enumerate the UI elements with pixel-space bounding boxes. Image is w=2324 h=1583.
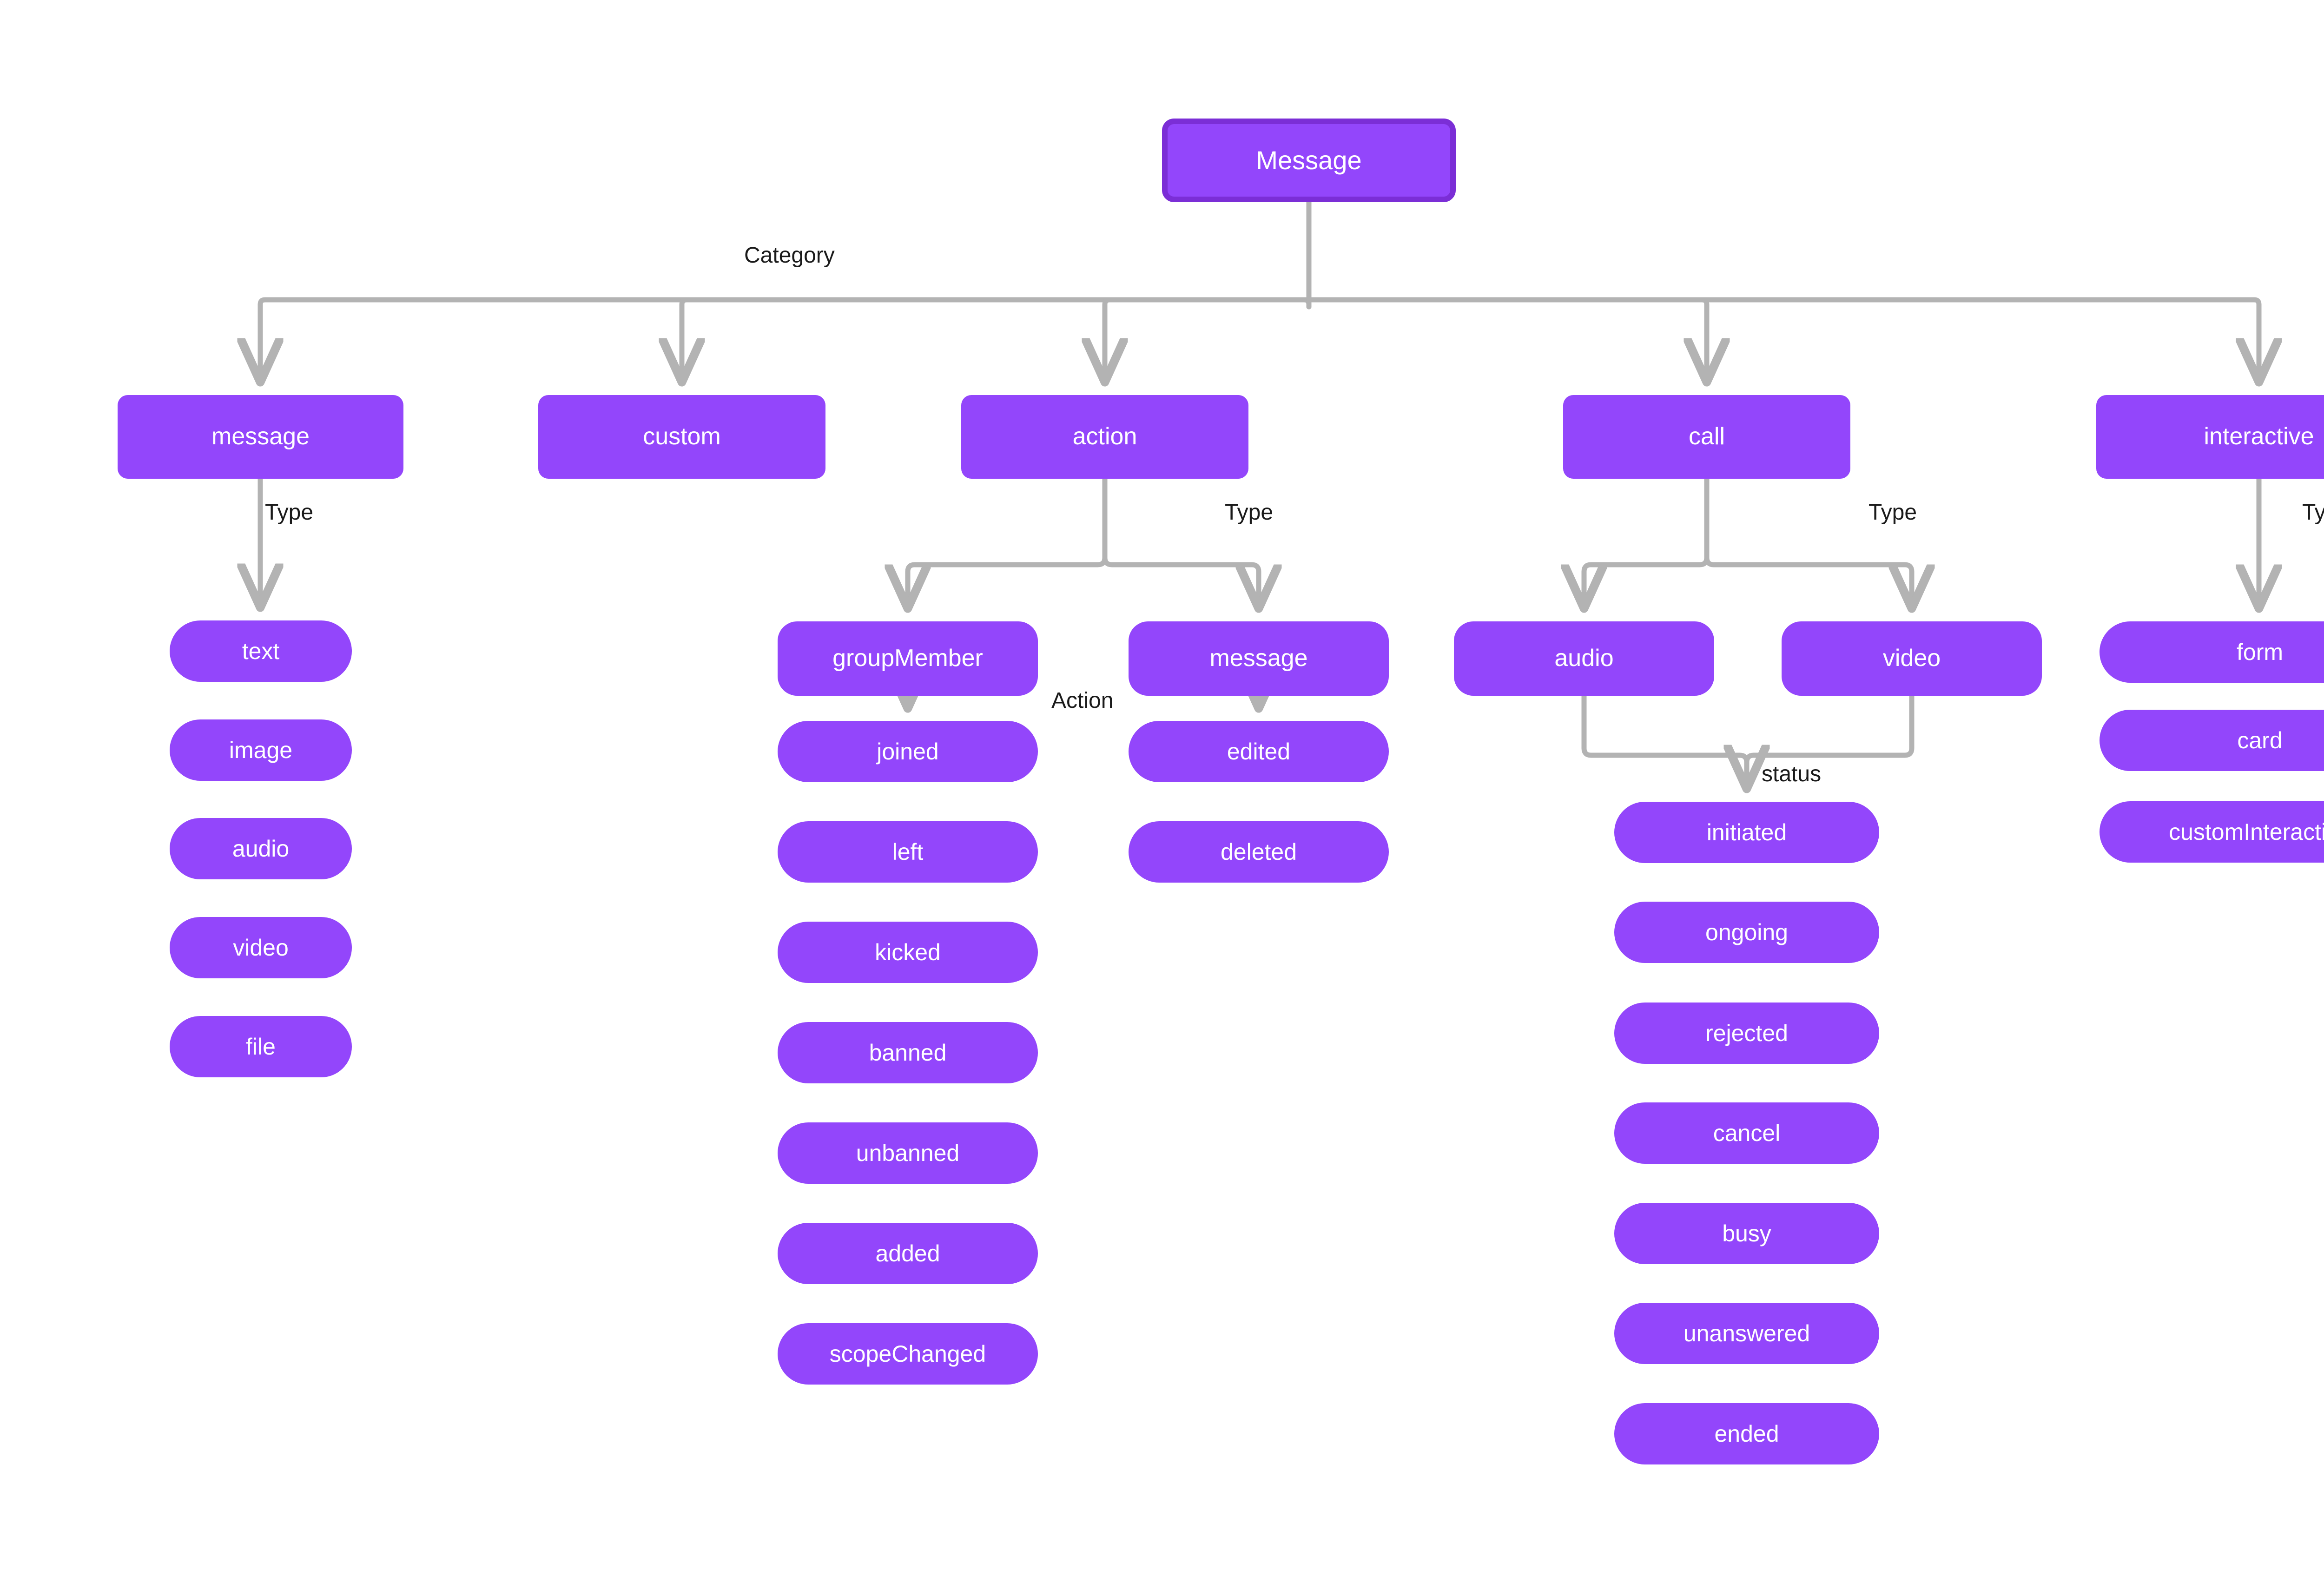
edge-action-to-groupmember xyxy=(908,476,1108,607)
node-label: image xyxy=(229,737,293,763)
node-label: ended xyxy=(1714,1420,1779,1447)
node-groupmember-action-joined[interactable]: joined xyxy=(778,721,1038,782)
node-category-message[interactable]: message xyxy=(118,395,403,479)
edge-label-category: Category xyxy=(744,243,835,268)
node-label: rejected xyxy=(1705,1020,1788,1046)
edge-root-to-message xyxy=(260,297,1312,381)
node-label: message xyxy=(1209,645,1308,672)
node-label: unbanned xyxy=(856,1140,960,1166)
node-label: groupMember xyxy=(832,645,983,672)
node-label: form xyxy=(2237,639,2283,665)
node-label: video xyxy=(233,934,289,961)
edge-video-to-status xyxy=(1744,693,1915,791)
edge-label-action-action: Action xyxy=(1051,688,1114,713)
node-message-root[interactable]: Message xyxy=(1162,119,1456,202)
node-label: file xyxy=(246,1033,276,1060)
node-label: text xyxy=(242,638,280,664)
node-label: message xyxy=(211,423,310,450)
node-interactive-type-custominteractive[interactable]: customInteractive xyxy=(2100,801,2324,863)
node-label: kicked xyxy=(875,939,941,965)
edge-label-interactive-type: Type xyxy=(2302,500,2324,525)
node-label: video xyxy=(1882,645,1941,672)
node-message-type-image[interactable]: image xyxy=(170,719,352,781)
edge-root-to-call xyxy=(1306,297,1707,381)
edge-label-call-type: Type xyxy=(1868,500,1917,525)
edge-call-to-audio xyxy=(1584,476,1710,607)
node-label: Message xyxy=(1256,145,1362,175)
node-category-custom[interactable]: custom xyxy=(538,395,825,479)
node-messageaction-edited[interactable]: edited xyxy=(1129,721,1389,782)
node-action-type-message[interactable]: message xyxy=(1129,621,1389,696)
edge-audio-to-status xyxy=(1581,693,1747,788)
node-label: cancel xyxy=(1713,1120,1781,1146)
node-interactive-type-card[interactable]: card xyxy=(2100,710,2324,771)
edge-call-to-video xyxy=(1704,476,1912,607)
node-label: left xyxy=(892,838,924,865)
node-label: audio xyxy=(232,835,290,862)
node-groupmember-action-added[interactable]: added xyxy=(778,1223,1038,1284)
node-label: card xyxy=(2237,727,2283,753)
node-interactive-type-form[interactable]: form xyxy=(2100,621,2324,683)
node-call-type-audio[interactable]: audio xyxy=(1454,621,1714,696)
edge-action-to-message xyxy=(1102,476,1259,607)
node-message-type-audio[interactable]: audio xyxy=(170,818,352,879)
node-call-status-busy[interactable]: busy xyxy=(1614,1203,1879,1264)
node-label: added xyxy=(875,1240,940,1266)
node-call-status-rejected[interactable]: rejected xyxy=(1614,1003,1879,1064)
node-message-type-file[interactable]: file xyxy=(170,1016,352,1077)
node-call-type-video[interactable]: video xyxy=(1782,621,2042,696)
edge-label-message-type: Type xyxy=(265,500,314,525)
node-label: banned xyxy=(869,1039,947,1066)
node-message-type-text[interactable]: text xyxy=(170,620,352,682)
node-label: customInteractive xyxy=(2169,818,2324,845)
node-groupmember-action-scopechanged[interactable]: scopeChanged xyxy=(778,1323,1038,1385)
node-label: action xyxy=(1072,423,1137,450)
node-call-status-ended[interactable]: ended xyxy=(1614,1403,1879,1464)
node-call-status-ongoing[interactable]: ongoing xyxy=(1614,902,1879,963)
node-groupmember-action-left[interactable]: left xyxy=(778,821,1038,883)
edge-label-action-type: Type xyxy=(1225,500,1274,525)
node-category-interactive[interactable]: interactive xyxy=(2096,395,2324,479)
node-call-status-unanswered[interactable]: unanswered xyxy=(1614,1303,1879,1364)
node-label: busy xyxy=(1722,1220,1771,1247)
node-call-status-cancel[interactable]: cancel xyxy=(1614,1102,1879,1164)
node-action-type-groupmember[interactable]: groupMember xyxy=(778,621,1038,696)
node-label: ongoing xyxy=(1705,919,1788,945)
node-label: call xyxy=(1688,423,1725,450)
node-label: unanswered xyxy=(1683,1320,1810,1346)
node-label: initiated xyxy=(1706,819,1787,845)
node-groupmember-action-unbanned[interactable]: unbanned xyxy=(778,1122,1038,1184)
node-label: audio xyxy=(1554,645,1614,672)
node-category-action[interactable]: action xyxy=(961,395,1248,479)
node-label: joined xyxy=(877,738,939,765)
node-label: custom xyxy=(643,423,721,450)
edge-root-to-custom xyxy=(682,297,1312,381)
node-groupmember-action-banned[interactable]: banned xyxy=(778,1022,1038,1083)
node-message-type-video[interactable]: video xyxy=(170,917,352,978)
node-category-call[interactable]: call xyxy=(1563,395,1850,479)
edge-root-to-interactive xyxy=(1306,297,2259,381)
node-messageaction-deleted[interactable]: deleted xyxy=(1129,821,1389,883)
node-label: edited xyxy=(1227,738,1291,765)
node-groupmember-action-kicked[interactable]: kicked xyxy=(778,922,1038,983)
node-call-status-initiated[interactable]: initiated xyxy=(1614,802,1879,863)
node-label: scopeChanged xyxy=(829,1340,986,1367)
node-label: interactive xyxy=(2204,423,2314,450)
edge-label-call-status: status xyxy=(1762,762,1822,786)
edge-root-to-action xyxy=(1105,297,1312,381)
node-label: deleted xyxy=(1220,838,1297,865)
